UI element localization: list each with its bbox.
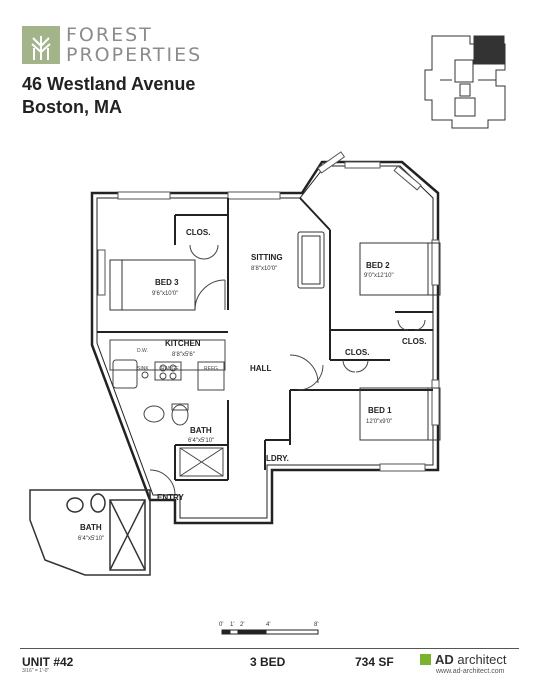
bath-dimensions: 6'4"x5'10" <box>188 438 214 444</box>
architect-name-rest: architect <box>453 652 507 667</box>
architect-name-bold: AD <box>435 652 454 667</box>
footer-divider <box>20 648 519 649</box>
bed3-label: BED 3 <box>155 278 179 287</box>
closet-bed3-label: CLOS. <box>186 228 210 237</box>
scale-tick-0: 0' <box>219 622 223 628</box>
kitchen-label: KITCHEN <box>165 339 201 348</box>
scale-tick-2: 2' <box>240 622 244 628</box>
bath-label: BATH <box>190 426 212 435</box>
entry-label: ENTRY <box>157 493 184 502</box>
forest-logo-mark <box>22 26 60 64</box>
windows <box>97 151 440 472</box>
architect-name: AD architect <box>435 652 507 667</box>
sitting-label: SITTING <box>251 253 283 262</box>
bedroom-count: 3 BED <box>250 655 286 669</box>
bed2-dimensions: 9'0"x12'10" <box>364 273 394 279</box>
scale-tick-4: 4' <box>266 622 270 628</box>
bed3-dimensions: 9'6"x10'0" <box>152 291 178 297</box>
bed2-label: BED 2 <box>366 261 390 270</box>
address-city: Boston, MA <box>22 97 122 117</box>
floor-plan: D.W. SINK RANGE REFG. CLOS. SITTING 8'8"… <box>29 35 506 635</box>
alt-bath-plan <box>29 489 151 576</box>
unit-number: UNIT #42 <box>22 655 74 669</box>
architect-logo-mark <box>420 654 431 665</box>
scale-bar <box>221 629 319 635</box>
address-street: 46 Westland Avenue <box>22 74 196 94</box>
alt-bath-label: BATH <box>80 523 102 532</box>
scale-tick-8: 8' <box>314 622 318 628</box>
brand-name-line1: FOREST <box>66 24 153 46</box>
scale-tick-1: 1' <box>230 622 234 628</box>
kitchen-counters <box>109 339 226 391</box>
bath-fixtures <box>143 403 224 477</box>
bed3-bed <box>109 259 196 311</box>
architect-website[interactable]: www.ad-architect.com <box>436 668 505 675</box>
hall-label: HALL <box>250 364 271 373</box>
interior-walls <box>97 197 433 481</box>
key-plan-unit-highlight <box>473 35 505 65</box>
key-plan <box>424 35 506 129</box>
bed1-dimensions: 12'0"x9'0" <box>366 419 392 425</box>
kitchen-dimensions: 8'8"x5'6" <box>172 352 195 358</box>
leaf-icon <box>31 36 51 60</box>
sitting-dimensions: 8'8"x10'0" <box>251 266 277 272</box>
dishwasher-label: D.W. <box>137 348 148 354</box>
refrigerator-label: REFG. <box>204 366 219 372</box>
scale-note: 3/16" = 1'-0" <box>22 668 50 674</box>
closet-bed2-label: CLOS. <box>402 337 426 346</box>
closet-hall-label: CLOS. <box>345 348 369 357</box>
unit-area: 734 SF <box>355 655 394 669</box>
sitting-sofa <box>297 231 325 289</box>
brand-name-line2: PROPERTIES <box>66 44 203 66</box>
range-label: RANGE <box>161 366 179 372</box>
laundry-label: LDRY. <box>266 454 289 463</box>
furniture <box>109 231 441 441</box>
sink-label: SINK <box>137 366 149 372</box>
alt-bath-dimensions: 6'4"x5'10" <box>78 536 104 542</box>
bed1-label: BED 1 <box>368 406 392 415</box>
